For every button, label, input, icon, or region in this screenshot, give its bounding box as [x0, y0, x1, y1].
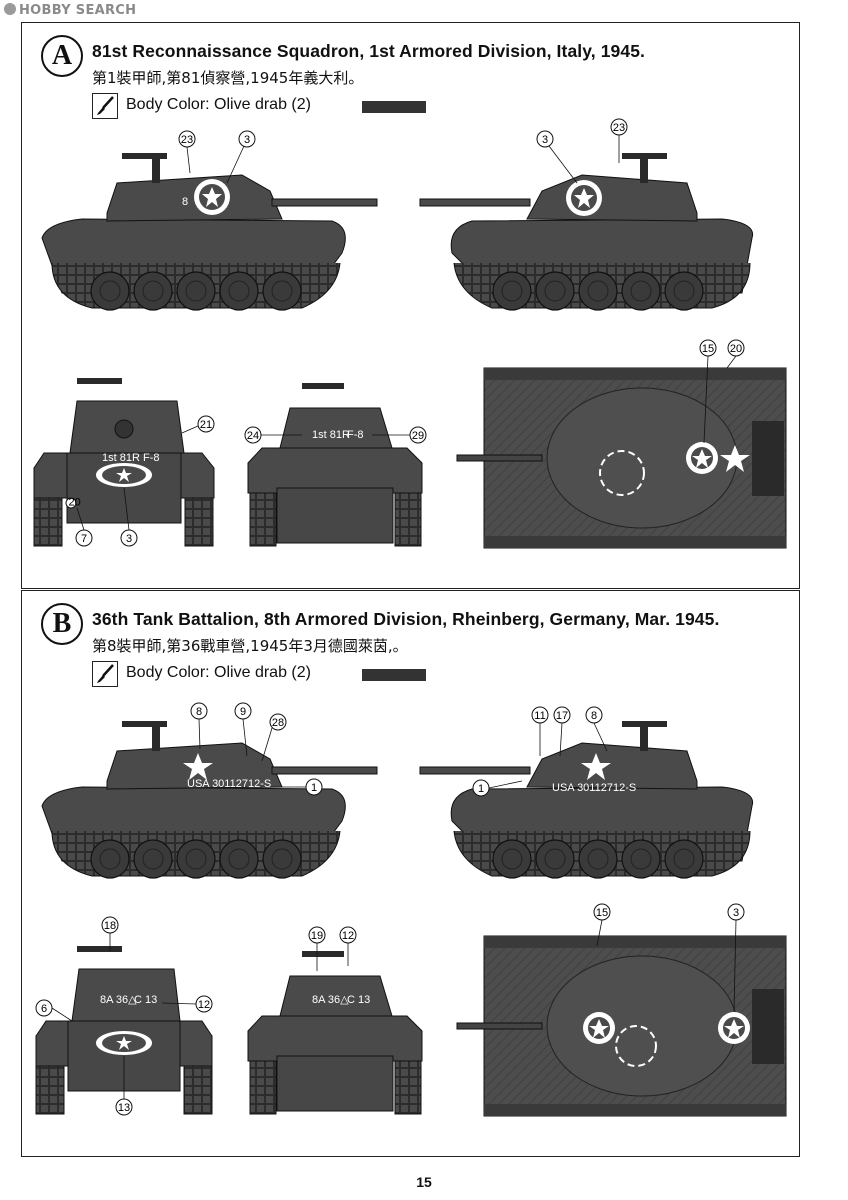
tank-top-view — [456, 367, 787, 549]
scheme-subtitle: 第1裝甲師,第81偵察營,1945年義大利。 — [92, 69, 364, 87]
callout-23: 23 — [181, 134, 193, 146]
tank-right-profile — [419, 153, 754, 311]
callout-8: 8 — [591, 710, 597, 722]
callout-17: 17 — [556, 710, 568, 722]
tank-rear-view: 8A 36△ C 13 — [247, 951, 423, 1115]
front-left-marking: 8A 36△ — [100, 994, 137, 1006]
rear-right-marking: C 13 — [347, 994, 370, 1006]
callout-leaders-a — [76, 135, 737, 531]
callout-12: 12 — [198, 999, 210, 1011]
paint-brush-icon — [92, 661, 118, 687]
serial-number-marking: USA 30112712-S — [187, 778, 271, 790]
callout-19: 19 — [311, 930, 323, 942]
front-plate-marking: 1st 81R F-8 — [102, 452, 159, 464]
hobby-search-logo-icon — [4, 3, 16, 15]
callout-9: 9 — [240, 706, 246, 718]
body-color-value: Olive drab (2) — [214, 96, 311, 113]
callout-28: 28 — [272, 717, 284, 729]
panel-b-artwork: USA 30112712-S USA 30112712-S — [35, 702, 787, 1117]
callout-3: 3 — [244, 134, 250, 146]
callout-1: 1 — [311, 782, 317, 794]
callout-20: 20 — [730, 343, 742, 355]
callout-12: 12 — [342, 930, 354, 942]
watermark-text: HOBBY SEARCH — [19, 3, 137, 18]
scheme-badge: B — [41, 603, 83, 645]
turret-number-marking: 8 — [182, 196, 188, 208]
olive-drab-swatch — [362, 101, 426, 113]
rear-plate-right-marking: F-8 — [347, 429, 364, 441]
tank-front-view: 8A 36△ C 13 — [35, 946, 213, 1115]
callout-11: 11 — [534, 710, 545, 722]
callout-1: 1 — [478, 783, 484, 795]
callout-6: 6 — [41, 1003, 47, 1015]
callout-23: 23 — [613, 122, 625, 134]
scheme-title: 81st Reconnaissance Squadron, 1st Armore… — [92, 41, 645, 61]
paint-brush-icon — [92, 93, 118, 119]
tank-top-view — [456, 935, 787, 1117]
olive-drab-swatch — [362, 669, 426, 681]
tank-rear-view: 1st 81R F-8 — [247, 383, 423, 547]
small-roundel-marking: 20 — [69, 497, 81, 509]
body-color-label: Body Color: Olive drab (2) — [126, 664, 311, 681]
callout-3: 3 — [542, 134, 548, 146]
callout-18: 18 — [104, 920, 116, 932]
panel-a-artwork: 8 1st 81R F-8 — [33, 118, 787, 549]
tank-left-profile: 8 — [41, 153, 378, 311]
callout-29: 29 — [412, 430, 424, 442]
scheme-title: 36th Tank Battalion, 8th Armored Divisio… — [92, 609, 720, 629]
tank-left-profile: USA 30112712-S — [41, 721, 378, 879]
tank-right-profile: USA 30112712-S — [419, 721, 754, 879]
rear-left-marking: 8A 36△ — [312, 994, 349, 1006]
callout-24: 24 — [247, 430, 259, 442]
callout-13: 13 — [118, 1102, 130, 1114]
callout-leaders-b — [51, 718, 737, 1099]
front-right-marking: C 13 — [134, 994, 157, 1006]
scheme-badge: A — [41, 35, 83, 77]
callout-3: 3 — [126, 533, 132, 545]
serial-number-marking: USA 30112712-S — [552, 782, 636, 794]
scheme-subtitle: 第8裝甲師,第36戰車營,1945年3月德國萊茵,。 — [92, 637, 408, 655]
callout-15: 15 — [596, 907, 608, 919]
callout-labels-a: 23 3 3 23 21 7 3 24 29 15 20 — [81, 122, 742, 545]
callout-21: 21 — [200, 419, 212, 431]
callout-3: 3 — [733, 907, 739, 919]
watermark: HOBBY SEARCH — [4, 3, 136, 18]
scheme-panel-b: B 36th Tank Battalion, 8th Armored Divis… — [21, 590, 800, 1157]
scheme-panel-a: A 81st Reconnaissance Squadron, 1st Armo… — [21, 22, 800, 589]
body-color-value: Olive drab (2) — [214, 664, 311, 681]
tank-front-view: 1st 81R F-8 20 — [33, 378, 215, 547]
body-color-label: Body Color: Olive drab (2) — [126, 96, 311, 113]
callout-labels-b: 8 9 28 1 11 17 8 1 18 6 12 13 19 12 15 3 — [41, 706, 739, 1114]
rear-plate-left-marking: 1st 81R — [312, 429, 350, 441]
callout-15: 15 — [702, 343, 714, 355]
callout-7: 7 — [81, 533, 87, 545]
callout-8: 8 — [196, 706, 202, 718]
page-number: 15 — [416, 1174, 432, 1190]
